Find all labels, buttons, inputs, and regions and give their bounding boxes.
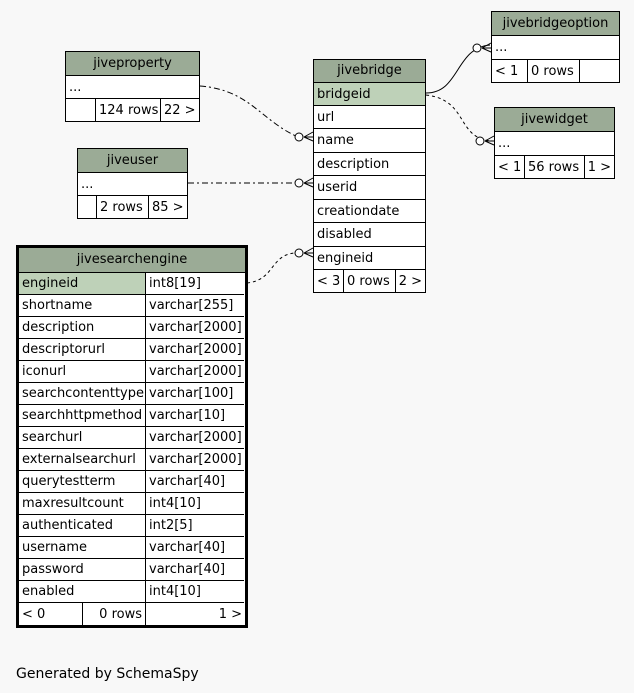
column-bridgeid: bridgeid <box>314 83 425 106</box>
column-name-authenticated: authenticated <box>19 515 146 537</box>
column-type-searchcontenttype: varchar[100] <box>146 383 244 405</box>
table-title: jiveuser <box>78 149 187 173</box>
footer-parents <box>66 99 96 121</box>
column-name-username: username <box>19 537 146 559</box>
column-description: description <box>314 153 425 176</box>
table-title: jivebridge <box>314 60 425 83</box>
column-name-searchurl: searchurl <box>19 427 146 449</box>
column-type-username: varchar[40] <box>146 537 244 559</box>
column-type-searchhttpmethod: varchar[10] <box>146 405 244 427</box>
column-type-description: varchar[2000] <box>146 317 244 339</box>
footer-rows: 0 rows <box>344 270 396 292</box>
footer-children: 1 > <box>218 606 242 622</box>
link-user-bridge-end <box>294 178 304 188</box>
column-name-engineid: engineid <box>19 273 146 295</box>
column-name-querytestterm: querytestterm <box>19 471 146 493</box>
table-title: jivebridgeoption <box>492 12 619 36</box>
table-footer: 124 rows 22 > <box>66 99 199 121</box>
link-bridge-widget-end <box>475 136 485 146</box>
column-type-iconurl: varchar[2000] <box>146 361 244 383</box>
footer-children: 1 > <box>587 159 611 175</box>
column-url: url <box>314 106 425 129</box>
footer-parents <box>78 196 97 218</box>
column-type-enabled: int4[10] <box>146 581 244 603</box>
column-type-externalsearchurl: varchar[2000] <box>146 449 244 471</box>
table-title: jivewidget <box>495 108 614 132</box>
table-footer: < 1 0 rows <box>492 60 619 82</box>
table-footer: 2 rows 85 > <box>78 196 187 218</box>
column-type-maxresultcount: int4[10] <box>146 493 244 515</box>
footer-parents: < 1 <box>495 156 525 178</box>
table-row: ... <box>495 132 614 156</box>
table-row: ... <box>78 173 187 196</box>
column-type-searchurl: varchar[2000] <box>146 427 244 449</box>
link-property-bridge-end <box>294 132 304 142</box>
column-name-password: password <box>19 559 146 581</box>
generated-by-text: Generated by SchemaSpy <box>16 666 199 682</box>
link-property-bridge <box>199 85 299 138</box>
footer-parents: < 0 <box>19 603 83 625</box>
column-name: name <box>314 129 425 153</box>
table-jiveproperty[interactable]: jiveproperty ... 124 rows 22 > <box>65 51 200 122</box>
table-jivebridgeoption[interactable]: jivebridgeoption ... < 1 0 rows <box>491 11 620 83</box>
table-footer: < 0 0 rows 1 > <box>19 603 245 625</box>
link-searchengine-bridge <box>246 252 296 284</box>
link-bridge-widget <box>425 94 495 142</box>
table-title: jivesearchengine <box>19 248 245 273</box>
column-name-iconurl: iconurl <box>19 361 146 383</box>
column-type-authenticated: int2[5] <box>146 515 244 537</box>
table-jiveuser[interactable]: jiveuser ... 2 rows 85 > <box>77 148 188 219</box>
column-userid: userid <box>314 176 425 200</box>
footer-rows: 2 rows <box>97 196 149 218</box>
table-row: ... <box>66 76 199 99</box>
column-type-password: varchar[40] <box>146 559 244 581</box>
column-type-descriptorurl: varchar[2000] <box>146 339 244 361</box>
footer-children: 2 > <box>398 273 422 289</box>
column-name-enabled: enabled <box>19 581 146 603</box>
table-footer: < 3 0 rows 2 > <box>314 270 425 292</box>
footer-rows: 0 rows <box>528 60 580 82</box>
column-name-shortname: shortname <box>19 295 146 317</box>
table-jivebridge[interactable]: jivebridge bridgeid url name description… <box>313 59 426 293</box>
column-name-searchhttpmethod: searchhttpmethod <box>19 405 146 427</box>
table-title: jiveproperty <box>66 52 199 76</box>
footer-rows: 124 rows <box>96 99 161 121</box>
column-disabled: disabled <box>314 223 425 247</box>
column-type-shortname: varchar[255] <box>146 295 244 317</box>
footer-rows: 56 rows <box>525 156 585 178</box>
footer-children: 22 > <box>164 102 196 118</box>
link-bridge-bridgeoption-end <box>472 43 482 53</box>
footer-parents: < 1 <box>492 60 528 82</box>
column-engineid: engineid <box>314 247 425 270</box>
column-name-searchcontenttype: searchcontenttype <box>19 383 146 405</box>
column-name-descriptorurl: descriptorurl <box>19 339 146 361</box>
column-type-engineid: int8[19] <box>146 273 244 295</box>
column-name-description: description <box>19 317 146 339</box>
table-jivewidget[interactable]: jivewidget ... < 1 56 rows 1 > <box>494 107 615 179</box>
column-name-maxresultcount: maxresultcount <box>19 493 146 515</box>
link-searchengine-bridge-end <box>294 248 304 258</box>
footer-children: 85 > <box>152 199 184 215</box>
column-creationdate: creationdate <box>314 200 425 223</box>
footer-parents: < 3 <box>314 270 344 292</box>
table-row: ... <box>492 36 619 60</box>
footer-children <box>580 60 619 82</box>
column-type-querytestterm: varchar[40] <box>146 471 244 493</box>
table-footer: < 1 56 rows 1 > <box>495 156 614 178</box>
footer-rows: 0 rows <box>83 603 146 625</box>
column-name-externalsearchurl: externalsearchurl <box>19 449 146 471</box>
link-bridge-bridgeoption <box>425 44 491 94</box>
